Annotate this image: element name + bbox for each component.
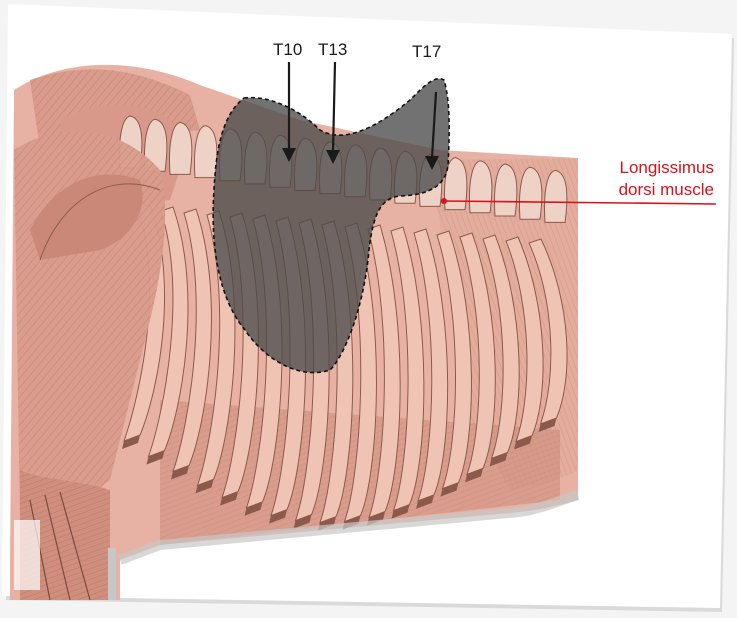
vertebra [519, 167, 541, 219]
t17-label: T17 [412, 42, 441, 62]
t13-label: T13 [318, 40, 347, 60]
longissimus-label-line1: Longissimus [620, 158, 715, 178]
vertebra [544, 170, 566, 222]
vertebra [469, 161, 491, 213]
t10-label: T10 [273, 40, 302, 60]
longissimus-label-line2: dorsi muscle [619, 180, 714, 200]
vertebra [169, 122, 191, 174]
vertebra [194, 126, 216, 178]
vertebra [494, 164, 516, 216]
